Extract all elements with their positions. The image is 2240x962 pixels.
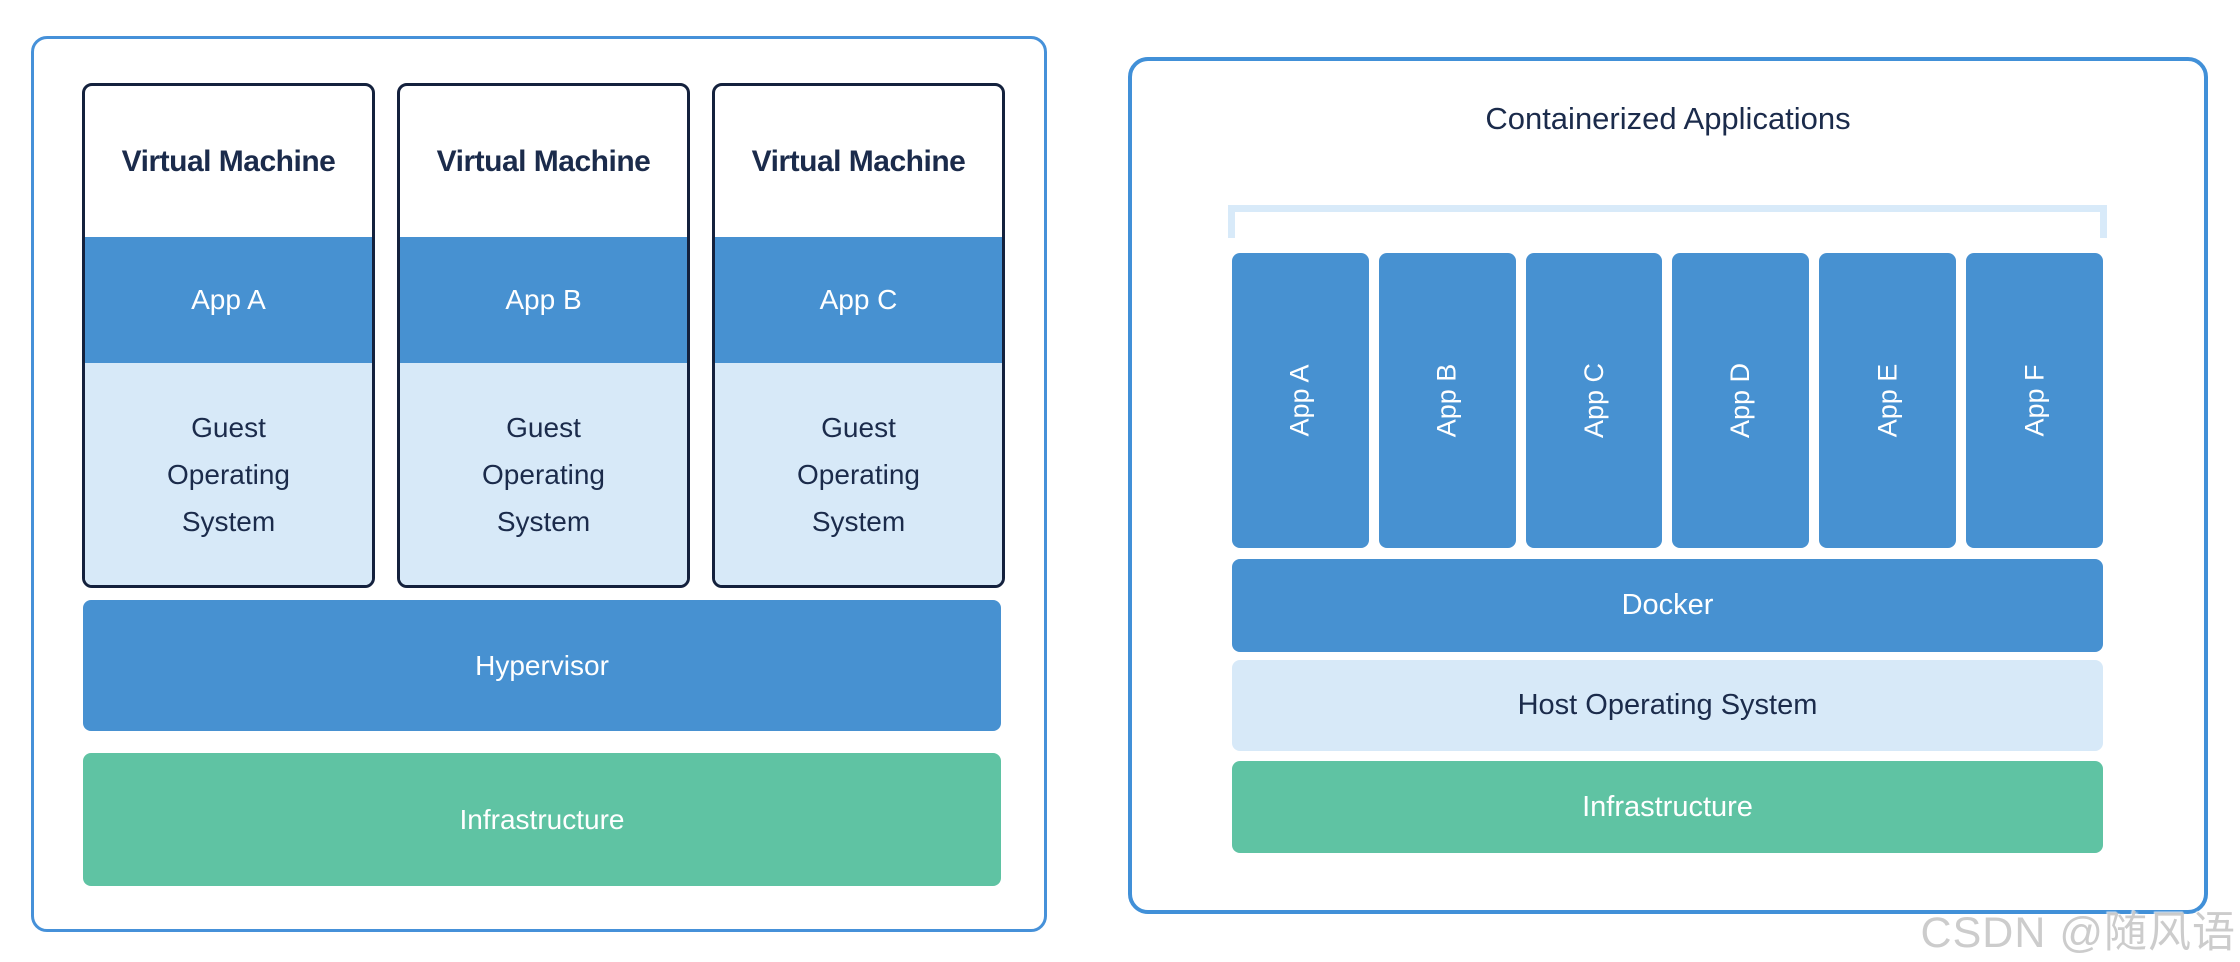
infrastructure-bar: Infrastructure — [83, 753, 1001, 886]
container-panel: Containerized Applications App A App B A… — [1128, 57, 2208, 914]
vm-box: Virtual Machine App C Guest Operating Sy… — [712, 83, 1005, 588]
container-panel-title: Containerized Applications — [1485, 101, 1851, 136]
vm-box: Virtual Machine App B Guest Operating Sy… — [397, 83, 690, 588]
container-app-label: App F — [2019, 364, 2050, 437]
container-app-bar: App D — [1672, 253, 1810, 548]
container-app-bar: App C — [1525, 253, 1663, 548]
vm-title: Virtual Machine — [436, 144, 651, 178]
vm-title: Virtual Machine — [121, 144, 336, 178]
vm-guest-os-label: Guest Operating System — [482, 411, 605, 537]
vm-app-bar: App A — [85, 237, 372, 363]
vm-guest-os-label: Guest Operating System — [797, 411, 920, 537]
container-app-bar: App F — [1966, 253, 2103, 548]
vm-panel: Virtual Machine App A Guest Operating Sy… — [31, 36, 1047, 932]
container-apps-row: App A App B App C App D App E App F — [1232, 253, 2103, 548]
container-app-bar: App B — [1378, 253, 1516, 548]
grouping-bracket — [1228, 205, 2107, 238]
host-os-bar: Host Operating System — [1232, 660, 2103, 751]
container-app-bar: App A — [1232, 253, 1369, 548]
vm-guest-os: Guest Operating System — [715, 363, 1002, 585]
container-app-label: App C — [1578, 362, 1609, 439]
vm-app-bar: App C — [715, 237, 1002, 363]
hypervisor-bar: Hypervisor — [83, 600, 1001, 731]
docker-bar: Docker — [1232, 559, 2103, 652]
container-app-label: App E — [1872, 363, 1903, 438]
infrastructure-bar: Infrastructure — [1232, 761, 2103, 853]
vm-box: Virtual Machine App A Guest Operating Sy… — [82, 83, 375, 588]
vm-title: Virtual Machine — [751, 144, 966, 178]
container-app-label: App D — [1725, 362, 1756, 439]
vm-guest-os: Guest Operating System — [85, 363, 372, 585]
vm-app-bar: App B — [400, 237, 687, 363]
container-app-label: App B — [1431, 363, 1462, 438]
container-app-bar: App E — [1819, 253, 1957, 548]
container-app-label: App A — [1284, 364, 1315, 437]
vm-guest-os: Guest Operating System — [400, 363, 687, 585]
vm-guest-os-label: Guest Operating System — [167, 411, 290, 537]
